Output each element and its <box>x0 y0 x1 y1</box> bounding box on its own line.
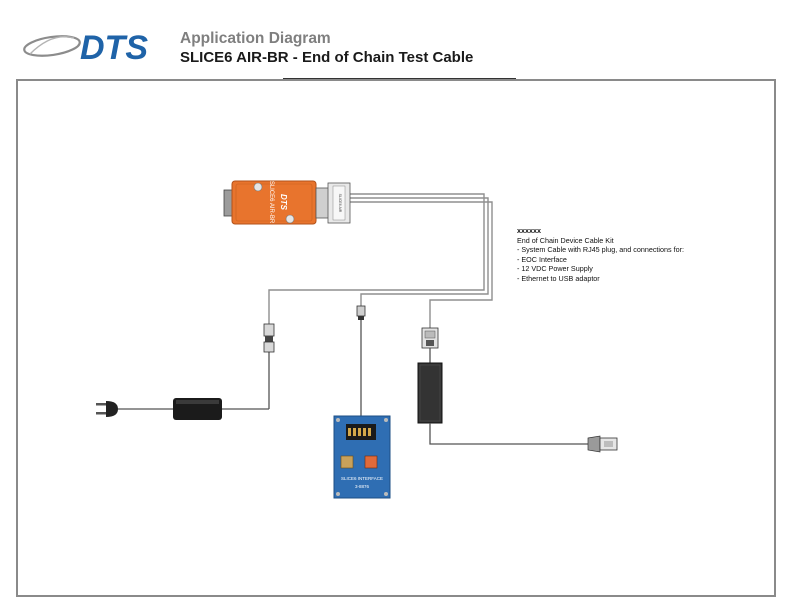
board-part-number: 3-8876 <box>355 484 370 489</box>
title-rule <box>283 78 516 79</box>
slice6-air-br-device: SLICE6 AIR-BR DTS SLICE6 AIR <box>223 180 351 225</box>
ac-plug <box>96 401 118 417</box>
notes-header: xxxxxx <box>517 226 541 235</box>
notes-line: End of Chain Device Cable Kit <box>517 235 614 245</box>
logo-text: DTS <box>80 29 148 67</box>
cable-to-ethernet <box>350 201 493 328</box>
notes-line: - EOC Interface <box>517 254 567 264</box>
page-subtitle: SLICE6 AIR-BR - End of Chain Test Cable <box>180 49 474 66</box>
system-cable <box>268 193 493 328</box>
notes-line: - System Cable with RJ45 plug, and conne… <box>517 245 684 255</box>
usb-cable <box>429 423 588 445</box>
notes-line: - Ethernet to USB adaptor <box>517 273 600 283</box>
cable-kit-notes: xxxxxx End of Chain Device Cable Kit - S… <box>517 226 684 284</box>
rj45-plug <box>421 327 439 349</box>
eoc-connector <box>356 305 366 320</box>
board-label: SLICE6 INTERFACE <box>341 476 383 481</box>
eoc-interface-board: SLICE6 INTERFACE 3-8876 <box>333 415 391 499</box>
device-screw-bottom <box>285 214 295 224</box>
device-screw-top <box>253 182 263 192</box>
device-label: SLICE6 AIR-BR <box>268 181 274 224</box>
cable-to-power <box>268 193 485 324</box>
dts-logo: DTS <box>23 29 148 67</box>
diagram-frame <box>16 79 776 597</box>
device-brand: DTS <box>279 194 288 211</box>
usb-plug <box>587 435 618 453</box>
logo-swoosh <box>23 35 81 57</box>
power-inline-connector <box>263 323 275 353</box>
notes-line: - 12 VDC Power Supply <box>517 264 593 274</box>
ethernet-usb-adaptor <box>417 362 443 424</box>
logo-swoosh-inner <box>29 36 75 55</box>
power-supply <box>173 398 222 420</box>
cable-to-eoc-interface <box>350 197 489 306</box>
page-title: Application Diagram <box>180 30 331 47</box>
power-cable <box>117 352 270 410</box>
connector-label: SLICE6 AIR <box>338 194 342 213</box>
